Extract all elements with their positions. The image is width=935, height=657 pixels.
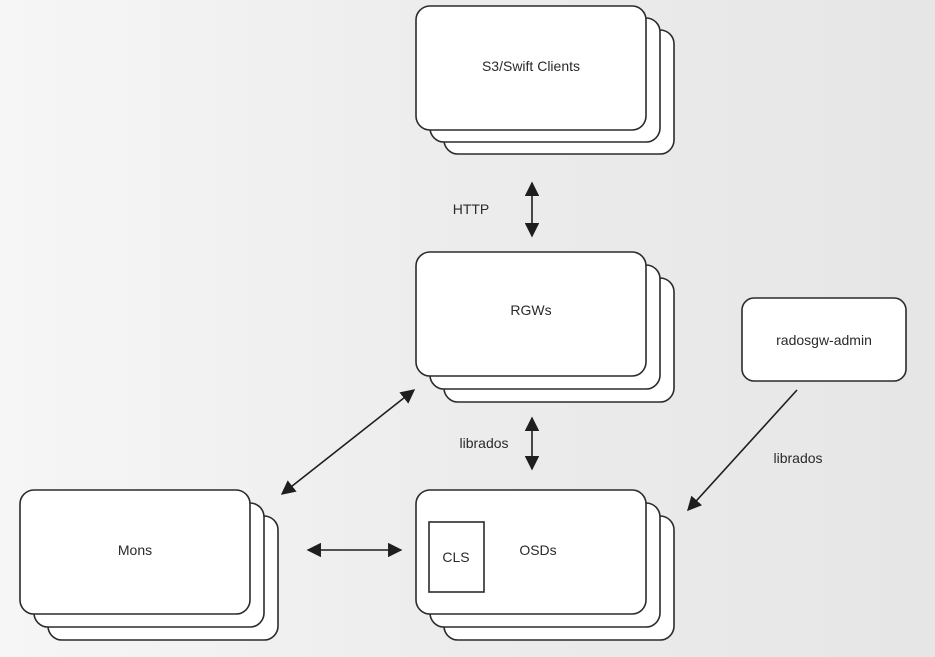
clients-node-front-layer [415, 5, 647, 131]
osds-node-label: OSDs [519, 542, 556, 558]
admin-node-box [741, 297, 907, 382]
mons-node-stack: Mons [19, 489, 279, 641]
osds-node-stack: OSDs CLS [415, 489, 675, 641]
clients-node-stack: S3/Swift Clients [415, 5, 675, 155]
rgws-node-label: RGWs [510, 302, 551, 318]
cls-box [428, 521, 485, 593]
librados-admin-osd-label: librados [773, 450, 822, 466]
osds-node-front-layer [415, 489, 647, 615]
admin-osds-arrow [687, 389, 798, 512]
mons-node-front-layer [19, 489, 251, 615]
admin-node: radosgw-admin [741, 297, 907, 382]
rgws-node-front-layer [415, 251, 647, 377]
http-label: HTTP [453, 201, 490, 217]
rgws-node-stack: RGWs [415, 251, 675, 403]
mons-node-label: Mons [118, 542, 152, 558]
admin-node-label: radosgw-admin [776, 332, 872, 348]
cls-label: CLS [442, 549, 469, 565]
clients-node-label: S3/Swift Clients [482, 58, 580, 74]
librados-rgw-osd-label: librados [459, 435, 508, 451]
mons-rgws-arrow [280, 389, 416, 495]
